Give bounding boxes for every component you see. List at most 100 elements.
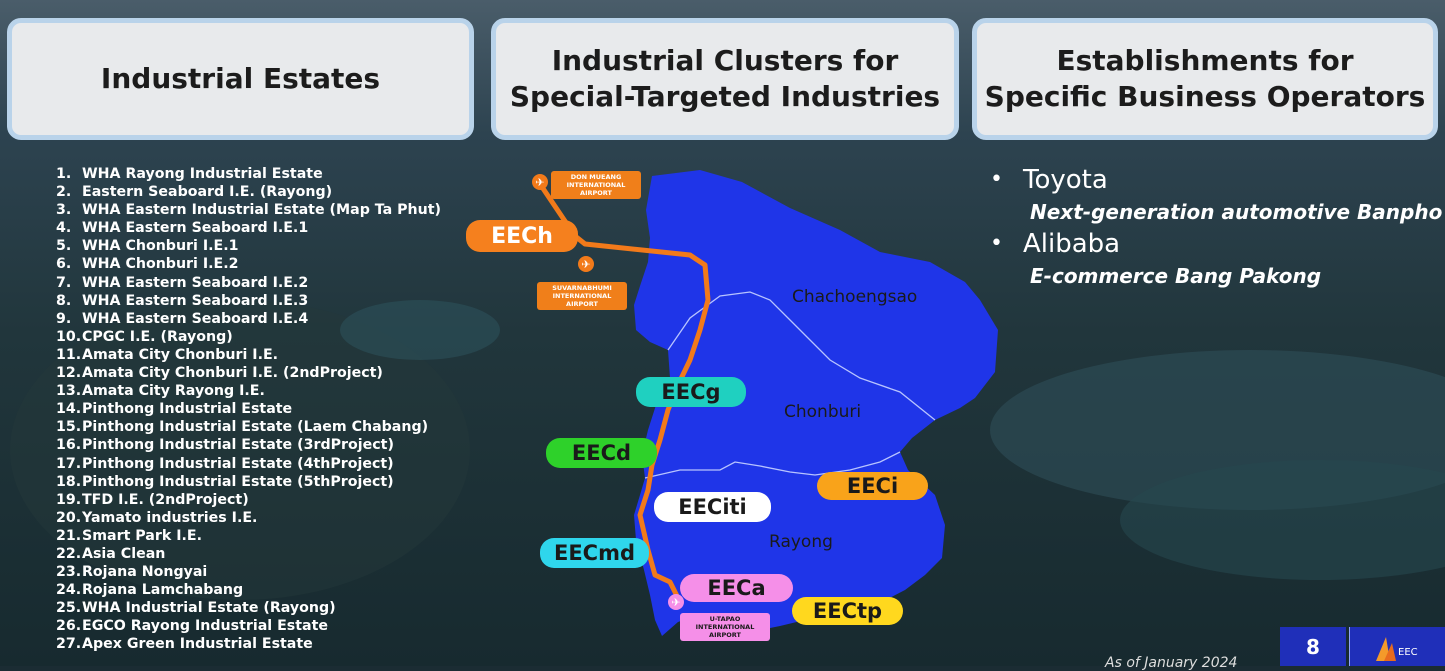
- tag-eeci: EECi: [817, 472, 928, 500]
- estate-list-item: 13.Amata City Rayong I.E.: [56, 382, 441, 400]
- establishment-item: •Alibaba: [990, 229, 1121, 259]
- estate-name: WHA Eastern Seaboard I.E.3: [82, 292, 309, 309]
- estate-list-item: 1.WHA Rayong Industrial Estate: [56, 165, 441, 183]
- estate-list-item: 25.WHA Industrial Estate (Rayong): [56, 599, 441, 617]
- estate-list-item: 19.TFD I.E. (2ndProject): [56, 491, 441, 509]
- svg-text:✈: ✈: [581, 258, 590, 271]
- estate-name: WHA Eastern Seaboard I.E.4: [82, 310, 309, 327]
- estate-number: 4.: [56, 220, 72, 237]
- estate-number: 24.: [56, 582, 82, 599]
- tag-eeciti: EECiti: [654, 492, 771, 522]
- estate-name: TFD I.E. (2ndProject): [82, 491, 249, 508]
- estate-list-item: 23.Rojana Nongyai: [56, 563, 441, 581]
- u-tapao-airport-label: U-TAPAO INTERNATIONAL AIRPORT: [680, 613, 770, 641]
- estate-list-item: 27.Apex Green Industrial Estate: [56, 635, 441, 653]
- establishments-header: Establishments for Specific Business Ope…: [972, 18, 1438, 140]
- estate-name: Pinthong Industrial Estate: [82, 401, 293, 418]
- estate-number: 22.: [56, 545, 82, 562]
- estate-list-item: 2. Eastern Seaboard I.E. (Rayong): [56, 183, 441, 201]
- tag-eech: EECh: [466, 220, 578, 252]
- estate-number: 6.: [56, 256, 72, 273]
- estate-list-item: 14.Pinthong Industrial Estate: [56, 400, 441, 418]
- estate-list-item: 12.Amata City Chonburi I.E. (2ndProject): [56, 364, 441, 382]
- tag-eeca: EECa: [680, 574, 793, 602]
- province-label-rayong: Rayong: [769, 532, 833, 552]
- estate-list-item: 21.Smart Park I.E.: [56, 527, 441, 545]
- estate-number: 3.: [56, 202, 72, 219]
- province-label-chonburi: Chonburi: [784, 402, 862, 422]
- svg-text:EEC: EEC: [1398, 647, 1418, 658]
- estate-number: 26.: [56, 618, 82, 635]
- estate-name: Pinthong Industrial Estate (4thProject): [82, 455, 394, 472]
- estate-name: Smart Park I.E.: [82, 527, 203, 544]
- estate-list-item: 22.Asia Clean: [56, 545, 441, 563]
- estate-name: Pinthong Industrial Estate (Laem Chabang…: [82, 419, 429, 436]
- estate-name: WHA Chonburi I.E.2: [82, 256, 239, 273]
- page-number: 8: [1280, 627, 1346, 666]
- estate-number: 16.: [56, 437, 82, 454]
- estate-name: Rojana Nongyai: [82, 564, 208, 581]
- estate-name: Yamato industries I.E.: [82, 509, 258, 526]
- estate-number: 23.: [56, 564, 82, 581]
- estate-name: WHA Rayong Industrial Estate: [82, 166, 323, 182]
- estate-name: WHA Eastern Industrial Estate (Map Ta Ph…: [82, 202, 442, 219]
- estate-name: Asia Clean: [82, 545, 166, 562]
- estate-list-item: 24.Rojana Lamchabang: [56, 581, 441, 599]
- estate-number: 25.: [56, 600, 82, 617]
- estate-list-item: 16.Pinthong Industrial Estate (3rdProjec…: [56, 436, 441, 454]
- eec-logo: EEC: [1349, 627, 1445, 666]
- svg-text:✈: ✈: [535, 176, 544, 189]
- estate-name: Amata City Rayong I.E.: [82, 383, 265, 400]
- establishment-detail: Next-generation automotive Banpho: [1030, 200, 1443, 224]
- estate-name: Amata City Chonburi I.E. (2ndProject): [82, 365, 383, 382]
- estate-name: CPGC I.E. (Rayong): [82, 328, 233, 345]
- suvarnabhumi-airport-label: SUVARNABHUMI INTERNATIONAL AIRPORT: [537, 282, 627, 310]
- estate-number: 2.: [56, 184, 72, 201]
- estate-list-item: 9.WHA Eastern Seaboard I.E.4: [56, 310, 441, 328]
- establishments-list: •Toyota Next-generation automotive Banph…: [990, 163, 1442, 291]
- estate-number: 20.: [56, 509, 82, 526]
- estate-list-item: 4.WHA Eastern Seaboard I.E.1: [56, 219, 441, 237]
- airplane-icon: ✈: [668, 594, 684, 610]
- estate-number: 21.: [56, 527, 82, 544]
- estate-list-item: 11.Amata City Chonburi I.E.: [56, 346, 441, 364]
- establishment-detail: E-commerce Bang Pakong: [1030, 264, 1322, 288]
- svg-text:✈: ✈: [671, 596, 680, 609]
- industrial-clusters-header: Industrial Clusters for Special-Targeted…: [491, 18, 959, 140]
- estate-list-item: 17.Pinthong Industrial Estate (4thProjec…: [56, 455, 441, 473]
- estate-number: 27.: [56, 636, 82, 653]
- tag-eectp: EECtp: [792, 597, 903, 625]
- estate-number: 12.: [56, 365, 82, 382]
- estate-name: Eastern Seaboard I.E. (Rayong): [82, 184, 333, 201]
- estate-list-item: 10.CPGC I.E. (Rayong): [56, 328, 441, 346]
- estate-number: 11.: [56, 346, 82, 363]
- estate-name: Pinthong Industrial Estate (3rdProject): [82, 437, 394, 454]
- province-label-chachoengsao: Chachoengsao: [792, 287, 918, 307]
- estate-list-item: 8. WHA Eastern Seaboard I.E.3: [56, 292, 441, 310]
- airplane-icon: ✈: [578, 256, 594, 272]
- estate-name: Amata City Chonburi I.E.: [82, 346, 279, 363]
- tag-eecmd: EECmd: [540, 538, 649, 568]
- estate-name: Pinthong Industrial Estate (5thProject): [82, 473, 394, 490]
- as-of-date: As of January 2024: [1105, 655, 1238, 671]
- estate-number: 8.: [56, 292, 72, 309]
- tag-eecg: EECg: [636, 377, 746, 407]
- estate-list-item: 5.WHA Chonburi I.E.1: [56, 237, 441, 255]
- province-border-chonburi: [644, 451, 901, 479]
- estate-number: 13.: [56, 383, 82, 400]
- establishment-item: •Toyota: [990, 165, 1108, 195]
- estate-name: EGCO Rayong Industrial Estate: [82, 618, 328, 635]
- estate-number: 17.: [56, 455, 82, 472]
- estate-list-item: 15.Pinthong Industrial Estate (Laem Chab…: [56, 418, 441, 436]
- estate-name: Apex Green Industrial Estate: [82, 636, 313, 653]
- estate-list-item: 7.WHA Eastern Seaboard I.E.2: [56, 274, 441, 292]
- eec-logo-icon: EEC: [1376, 637, 1418, 661]
- estate-name: WHA Industrial Estate (Rayong): [82, 600, 336, 617]
- province-border-chachoengsao: [667, 291, 936, 421]
- estate-number: 5.: [56, 238, 72, 255]
- don-mueang-airport-label: DON MUEANG INTERNATIONAL AIRPORT: [551, 171, 641, 199]
- industrial-estates-header: Industrial Estates: [7, 18, 474, 140]
- estate-list-item: 20.Yamato industries I.E.: [56, 509, 441, 527]
